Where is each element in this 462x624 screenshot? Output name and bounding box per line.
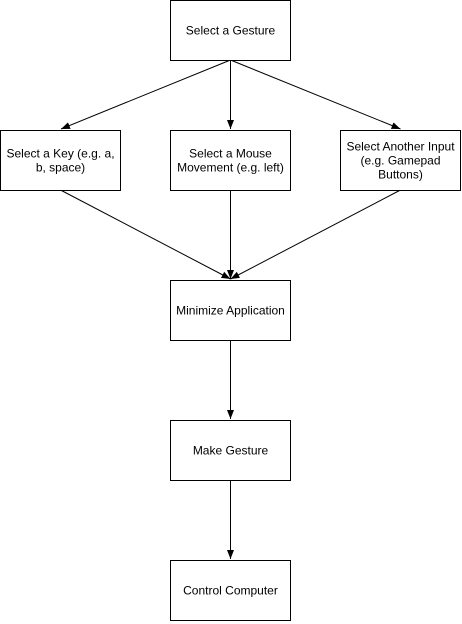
node-label-select-mouse-line-2: Movement (e.g. left): [177, 161, 284, 175]
edge-select-key-to-minimize-app: [60, 189, 231, 280]
node-control-computer: Control Computer: [170, 560, 291, 621]
node-make-gesture: Make Gesture: [170, 420, 291, 481]
node-select-other: Select Another Input(e.g. GamepadButtons…: [340, 130, 461, 191]
node-select-key: Select a Key (e.g. a,b, space): [0, 130, 121, 191]
node-box-control-computer: [170, 560, 291, 621]
edge-select-gesture-to-select-other: [230, 59, 401, 130]
node-box-minimize-app: [170, 280, 291, 341]
node-label-select-key-line-1: Select a Key (e.g. a,: [6, 147, 114, 161]
node-label-make-gesture-line-1: Make Gesture: [193, 444, 269, 458]
node-box-select-key: [0, 130, 121, 191]
node-label-select-key-line-2: b, space): [36, 161, 85, 175]
node-select-gesture: Select a Gesture: [170, 0, 291, 61]
node-box-select-mouse: [170, 130, 291, 191]
node-label-control-computer-line-1: Control Computer: [183, 584, 278, 598]
node-box-select-other: [340, 130, 461, 191]
node-label-select-mouse-line-1: Select a Mouse: [189, 147, 272, 161]
node-box-make-gesture: [170, 420, 291, 481]
node-label-select-gesture-line-1: Select a Gesture: [186, 24, 276, 38]
edge-select-gesture-to-select-key: [60, 59, 231, 130]
node-minimize-app: Minimize Application: [170, 280, 291, 341]
node-label-minimize-app-line-1: Minimize Application: [176, 304, 285, 318]
node-label-select-other-line-3: Buttons): [378, 168, 423, 182]
edges-layer: [60, 59, 401, 559]
node-label-select-other-line-1: Select Another Input: [346, 140, 455, 154]
edge-select-other-to-minimize-app: [230, 189, 401, 280]
node-label-select-other-line-2: (e.g. Gamepad: [360, 154, 440, 168]
node-box-select-gesture: [170, 0, 291, 61]
